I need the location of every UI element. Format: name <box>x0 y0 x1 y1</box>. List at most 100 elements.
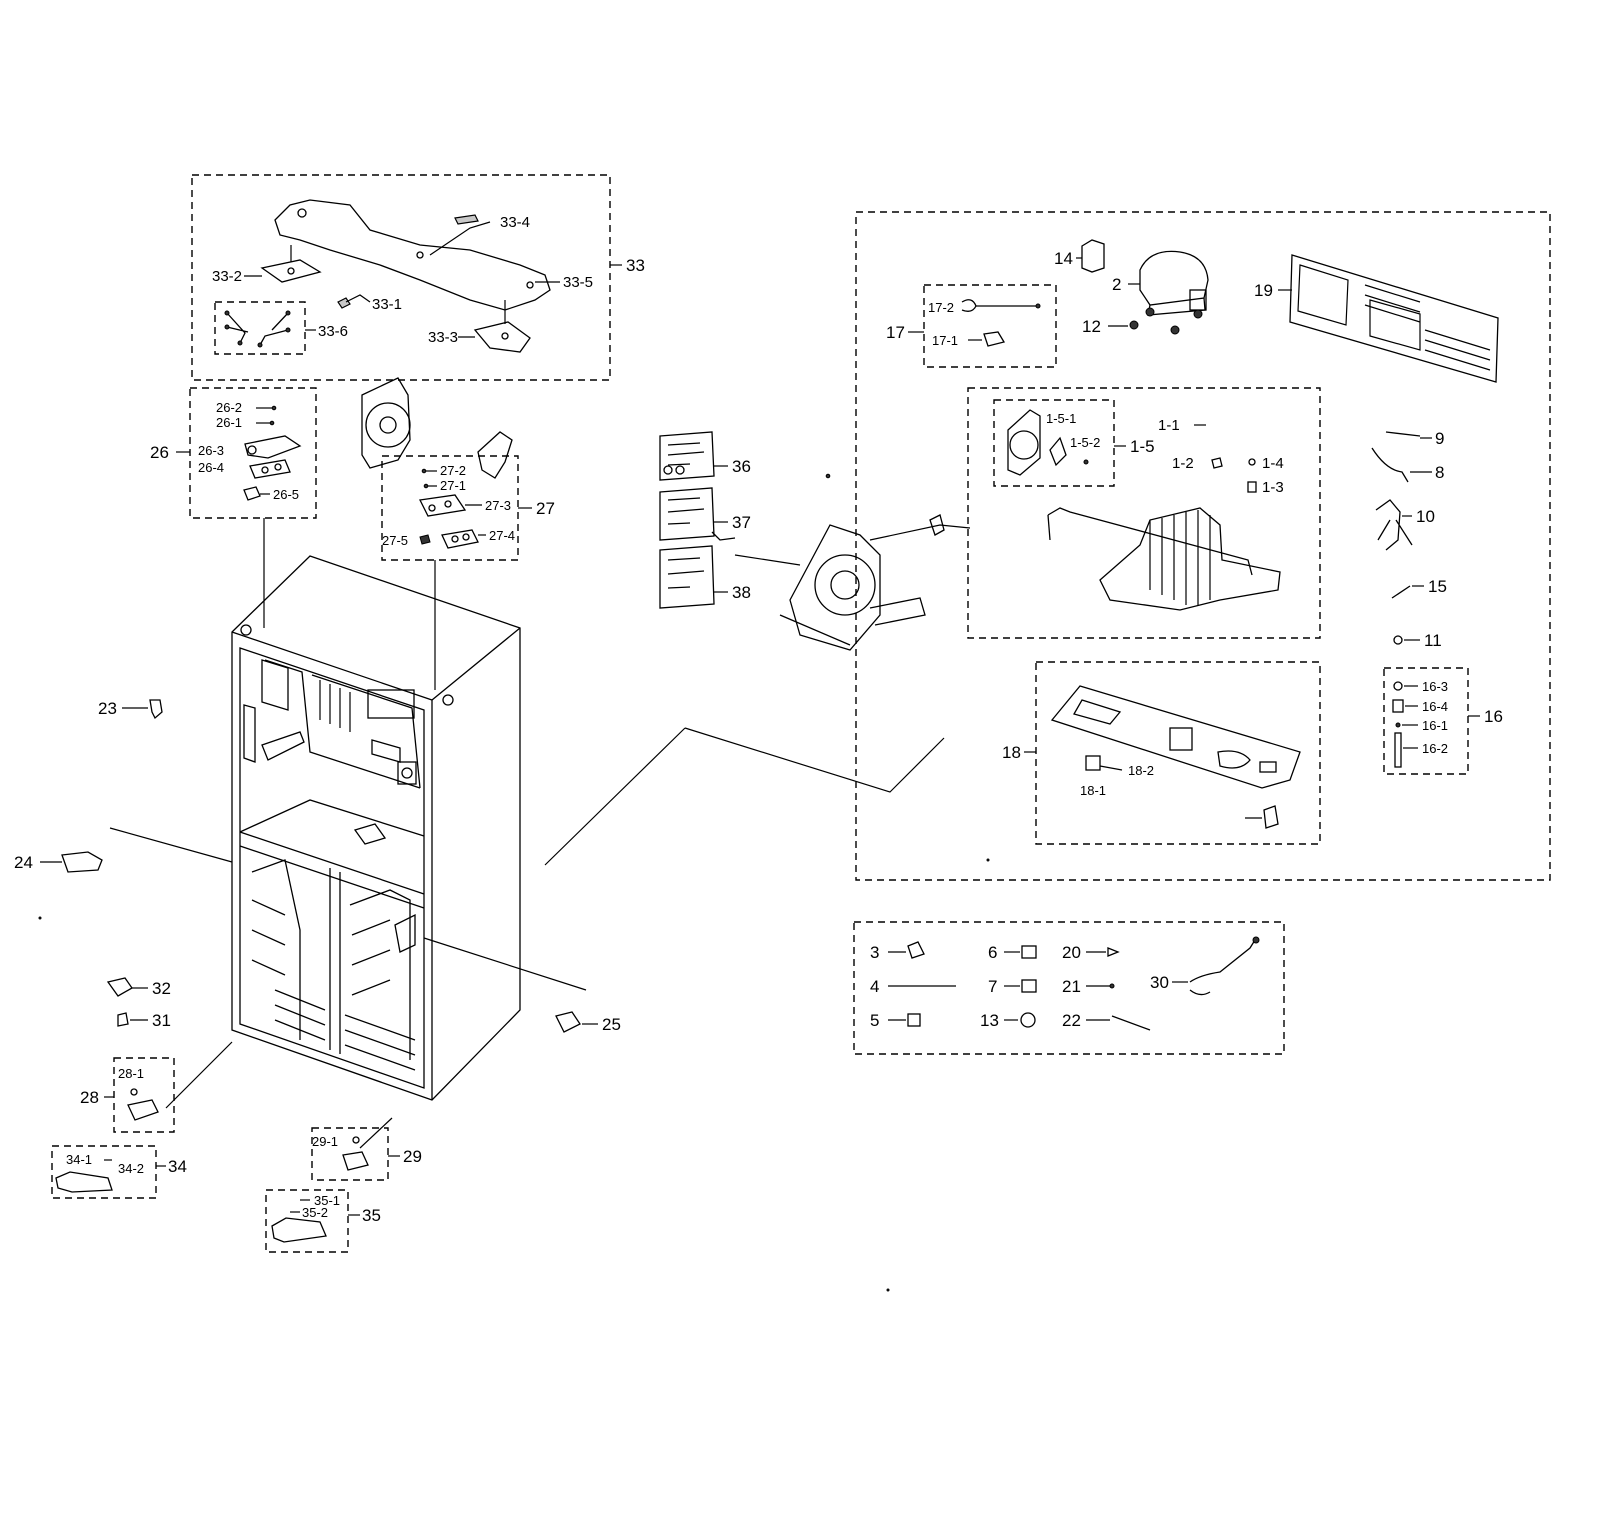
part-18-cover <box>1050 685 1301 789</box>
label-21: 21 <box>1062 977 1081 996</box>
label-10: 10 <box>1416 507 1435 526</box>
label-38: 38 <box>732 583 751 602</box>
label-33-6: 33-6 <box>318 323 348 340</box>
label-35-2: 35-2 <box>302 1205 328 1220</box>
label-27-2: 27-2 <box>440 463 466 478</box>
part-33-3-plate <box>473 321 531 353</box>
label-33-5: 33-5 <box>563 274 593 291</box>
part-26-5 <box>243 486 261 501</box>
part-17-1 <box>983 331 1006 347</box>
label-16-4: 16-4 <box>1422 699 1448 714</box>
label-36: 36 <box>732 457 751 476</box>
label-16-3: 16-3 <box>1422 679 1448 694</box>
label-18-1: 18-1 <box>1080 783 1106 798</box>
label-27-5: 27-5 <box>382 533 408 548</box>
left-parts: 23 24 32 31 28 28-1 34 34-1 34-2 <box>14 699 233 1199</box>
label-15: 15 <box>1428 577 1447 596</box>
group-machine-compartment: 2 12 14 19 17 17-2 17-1 1-5-1 <box>855 211 1551 881</box>
label-11: 11 <box>1424 631 1442 650</box>
part-27-3-hinge <box>419 494 467 517</box>
pcb-boards: 36 37 38 <box>659 431 751 609</box>
part-fan-shroud <box>361 377 411 469</box>
label-25: 25 <box>602 1015 621 1034</box>
label-22: 22 <box>1062 1011 1081 1030</box>
label-23: 23 <box>98 699 117 718</box>
evaporator-fan-assembly <box>734 473 971 651</box>
part-31 <box>117 1012 129 1027</box>
label-27-4: 27-4 <box>489 528 515 543</box>
part-28 <box>127 1099 159 1121</box>
label-33-2: 33-2 <box>212 268 242 285</box>
label-12: 12 <box>1082 317 1101 336</box>
label-1-2: 1-2 <box>1172 455 1194 472</box>
label-29: 29 <box>403 1147 422 1166</box>
label-24: 24 <box>14 853 33 872</box>
label-1-1: 1-1 <box>1158 417 1180 434</box>
label-27-1: 27-1 <box>440 478 466 493</box>
part-10-valve <box>1375 499 1413 551</box>
part-14 <box>1081 239 1105 273</box>
label-7: 7 <box>988 977 997 996</box>
label-28: 28 <box>80 1088 99 1107</box>
label-35-1: 35-1 <box>314 1193 340 1208</box>
group-27: 27 27-2 27-1 27-3 27-5 27-4 <box>381 431 555 690</box>
part-8 <box>1371 447 1409 483</box>
part-1-evaporator <box>1099 507 1281 611</box>
label-9: 9 <box>1435 429 1444 448</box>
label-26-3: 26-3 <box>198 443 224 458</box>
label-26-1: 26-1 <box>216 415 242 430</box>
label-26: 26 <box>150 443 169 462</box>
part-27-5 <box>419 534 431 545</box>
label-31: 31 <box>152 1011 171 1030</box>
part-35-bracket <box>271 1217 327 1243</box>
label-19: 19 <box>1254 281 1273 300</box>
part-19-panel <box>1289 254 1499 383</box>
label-27-3: 27-3 <box>485 498 511 513</box>
part-33-5-crossbar <box>274 199 551 311</box>
part-30-harness <box>1189 939 1256 996</box>
part-29 <box>342 1151 369 1171</box>
label-4: 4 <box>870 977 879 996</box>
label-8: 8 <box>1435 463 1444 482</box>
part-33-6-harness <box>226 312 289 346</box>
label-1-5-1: 1-5-1 <box>1046 411 1076 426</box>
label-28-1: 28-1 <box>118 1066 144 1081</box>
label-17-2: 17-2 <box>928 300 954 315</box>
label-18: 18 <box>1002 743 1021 762</box>
part-34-bracket <box>55 1171 113 1193</box>
label-26-5: 26-5 <box>273 487 299 502</box>
label-1-3: 1-3 <box>1262 479 1284 496</box>
label-26-4: 26-4 <box>198 460 224 475</box>
group-33: 33 33-4 33-5 33-2 33-1 33-6 <box>191 174 645 381</box>
label-34-1: 34-1 <box>66 1152 92 1167</box>
label-32: 32 <box>152 979 171 998</box>
label-13: 13 <box>980 1011 999 1030</box>
refrigerator-cabinet <box>231 555 521 1101</box>
label-3: 3 <box>870 943 879 962</box>
label-1-5: 1-5 <box>1130 437 1155 456</box>
bottom-parts: 29 29-1 35 35-1 35-2 25 <box>265 937 621 1253</box>
label-27: 27 <box>536 499 555 518</box>
label-30: 30 <box>1150 973 1169 992</box>
label-16-1: 16-1 <box>1422 718 1448 733</box>
part-27-4-hinge <box>441 529 479 549</box>
label-26-2: 26-2 <box>216 400 242 415</box>
part-33-1 <box>337 297 351 309</box>
label-34: 34 <box>168 1157 187 1176</box>
part-23 <box>149 699 163 720</box>
label-33-4: 33-4 <box>500 214 530 231</box>
label-2: 2 <box>1112 275 1121 294</box>
part-33-2-plate <box>260 259 322 283</box>
label-34-2: 34-2 <box>118 1161 144 1176</box>
part-24 <box>61 851 103 873</box>
label-1-5-2: 1-5-2 <box>1070 435 1100 450</box>
misc-parts-box: 3 4 5 6 7 13 20 21 22 30 <box>853 921 1285 1055</box>
label-14: 14 <box>1054 249 1073 268</box>
part-37-board <box>659 487 715 541</box>
part-1-5-1-fan <box>1007 409 1041 476</box>
label-33-3: 33-3 <box>428 329 458 346</box>
label-5: 5 <box>870 1011 879 1030</box>
part-36-board <box>659 431 715 481</box>
label-16: 16 <box>1484 707 1503 726</box>
